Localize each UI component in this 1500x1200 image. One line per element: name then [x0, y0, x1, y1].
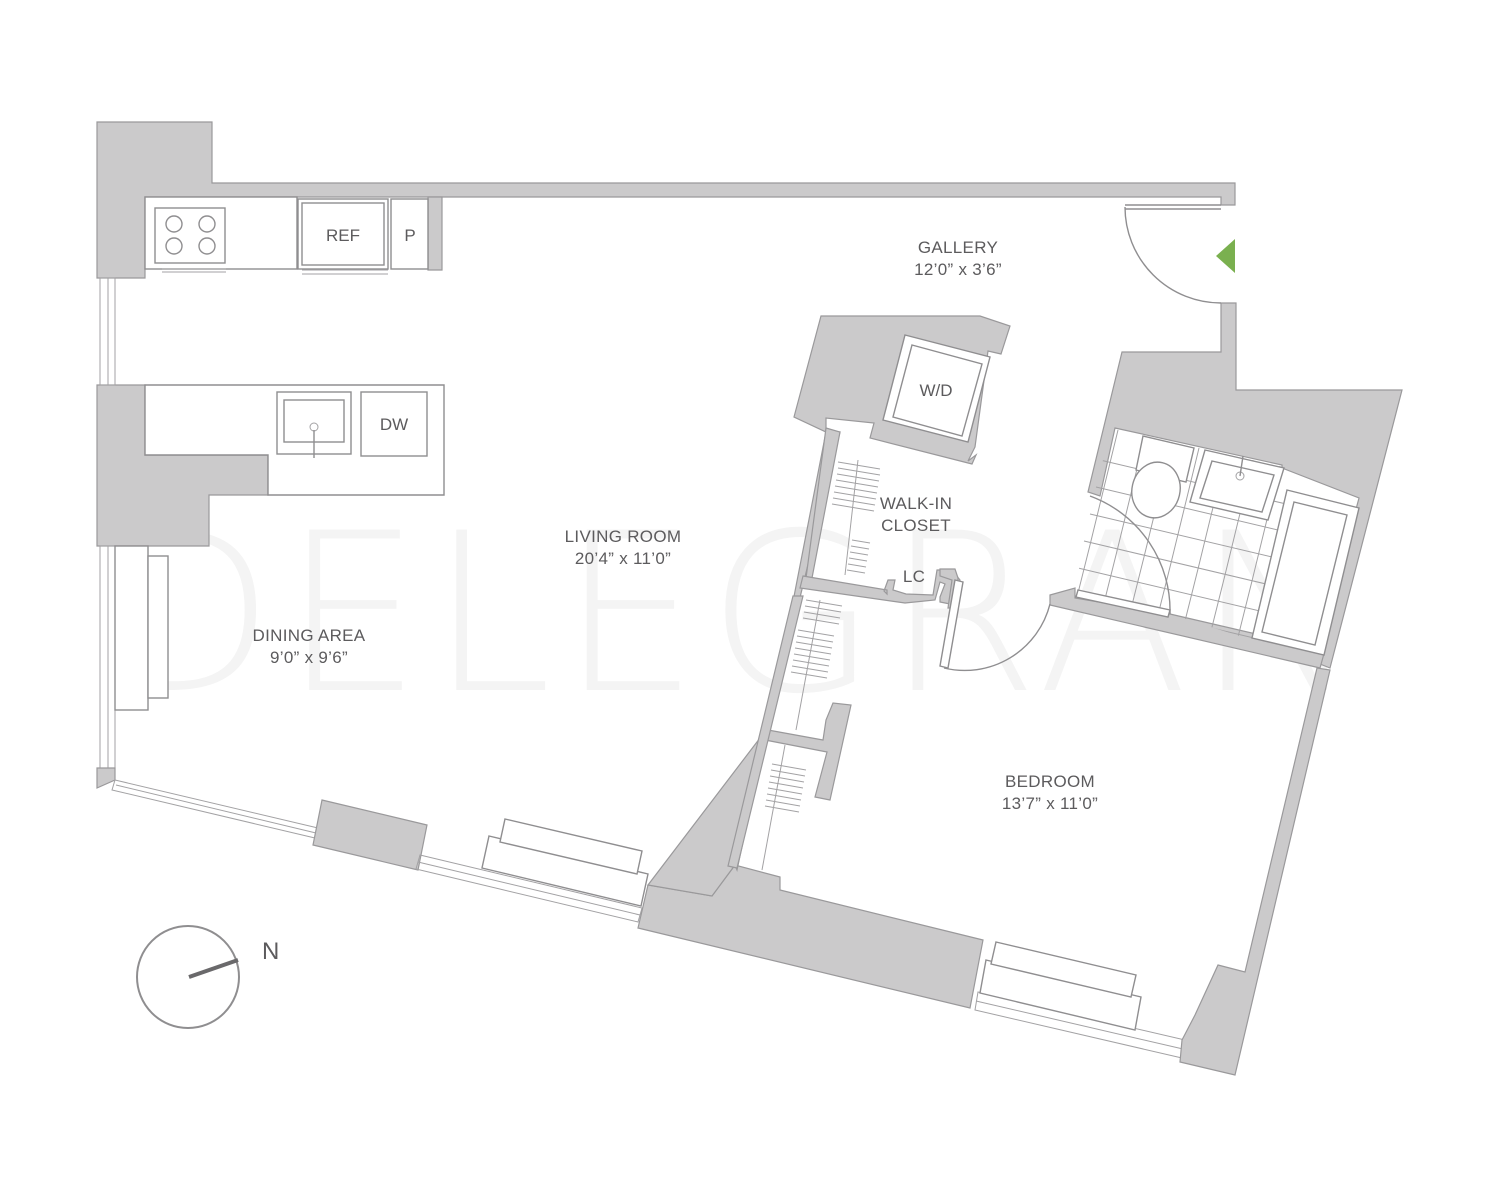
- pantry: [390, 198, 429, 270]
- compass-needle: [188, 958, 239, 979]
- room-label-gallery: GALLERY 12’0” x 3’6”: [914, 238, 1002, 279]
- pantry-label: P: [404, 226, 415, 245]
- outer-walls: [96, 121, 1403, 1076]
- dining-radiator: [114, 545, 169, 711]
- compass: N: [136, 925, 280, 1029]
- bedroom-radiator: [979, 941, 1142, 1031]
- dw-label: DW: [380, 415, 408, 434]
- compass-circle: [136, 925, 240, 1029]
- watermark: DELEGRAN: [105, 486, 1368, 742]
- dining-name: DINING AREA: [253, 626, 366, 645]
- wd-label: W/D: [919, 381, 952, 400]
- living-name: LIVING ROOM: [565, 527, 682, 546]
- washer-dryer: W/D: [882, 334, 991, 443]
- closet-hangers: [761, 459, 881, 871]
- living-radiator: [481, 818, 649, 907]
- entry-door[interactable]: [1124, 204, 1235, 304]
- lc-label: LC: [903, 567, 925, 586]
- bedroom-door[interactable]: [939, 579, 1051, 672]
- room-label-living: LIVING ROOM 20’4” x 11’0”: [565, 527, 682, 568]
- kitchen: REF P DW: [144, 196, 445, 496]
- bedroom-name: BEDROOM: [1005, 772, 1095, 791]
- bedroom-dims: 13’7” x 11’0”: [1002, 794, 1098, 813]
- room-label-bedroom: BEDROOM 13’7” x 11’0”: [1002, 772, 1098, 813]
- entry-arrow-icon: [1216, 239, 1235, 273]
- bathroom: [1075, 429, 1360, 660]
- gallery-dims: 12’0” x 3’6”: [914, 260, 1002, 279]
- closet-line1: WALK-IN: [880, 494, 952, 513]
- living-dims: 20’4” x 11’0”: [575, 549, 671, 568]
- room-label-closet: WALK-IN CLOSET: [880, 494, 952, 535]
- ref-label: REF: [326, 226, 360, 245]
- dishwasher: [360, 391, 428, 457]
- cooktop: [154, 207, 226, 264]
- room-label-dining: DINING AREA 9’0” x 9’6”: [253, 626, 366, 667]
- gallery-name: GALLERY: [918, 238, 998, 257]
- dining-dims: 9’0” x 9’6”: [270, 648, 348, 667]
- closet-line2: CLOSET: [881, 516, 951, 535]
- compass-north-label: N: [262, 938, 280, 965]
